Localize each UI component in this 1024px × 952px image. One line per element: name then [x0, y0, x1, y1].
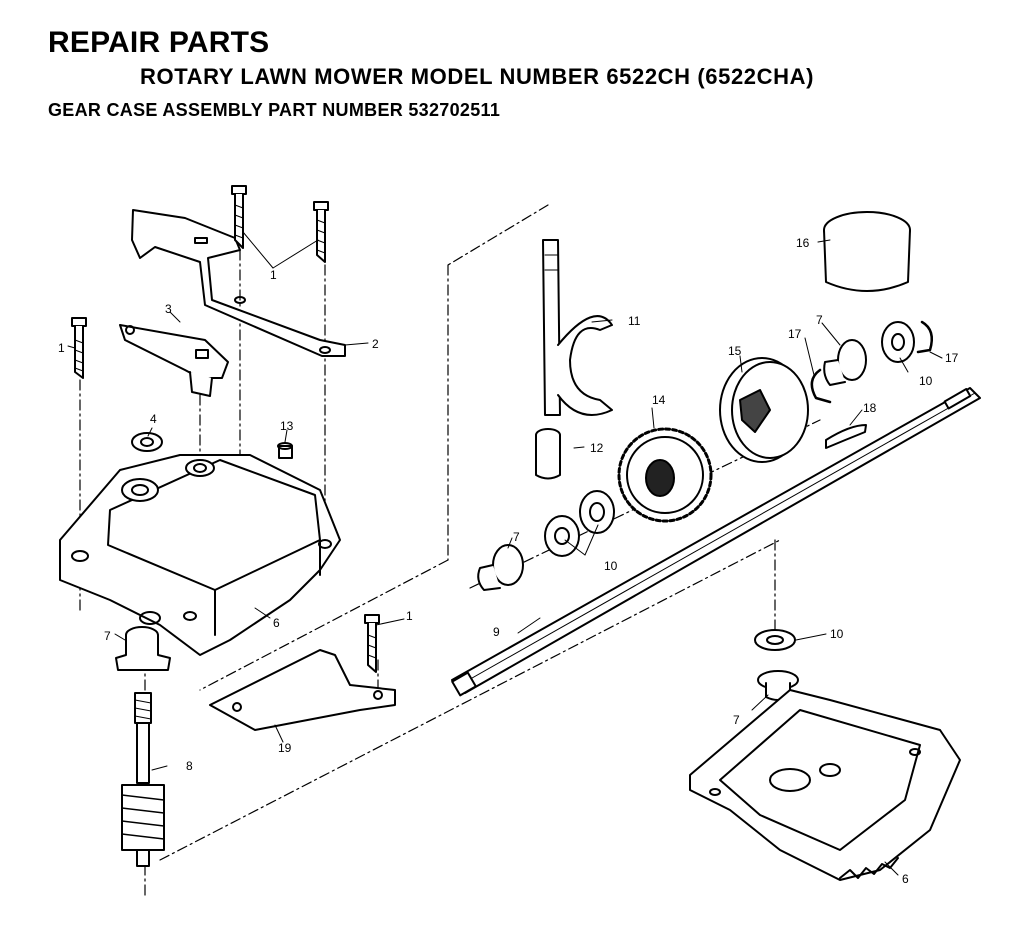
callout-leaders	[67, 231, 943, 876]
callout-6-cover: 6	[902, 872, 909, 886]
callout-11: 11	[628, 314, 641, 328]
shift-fork-part-11	[542, 239, 613, 416]
callout-15: 15	[728, 344, 742, 358]
washer-part-10-cover	[754, 629, 796, 651]
callout-7-cover: 7	[733, 713, 740, 727]
plug-part-13	[277, 442, 293, 459]
page-title: REPAIR PARTS	[48, 26, 270, 59]
callout-12: 12	[590, 441, 604, 455]
bolt-part-1-mid	[364, 614, 380, 673]
plate-part-19	[209, 649, 396, 731]
worm-shaft-part-8	[121, 692, 165, 867]
callout-19: 19	[278, 741, 292, 755]
callout-4: 4	[150, 412, 157, 426]
bolt-part-1-top-a	[231, 185, 247, 249]
clutch-pulley-part-15	[719, 357, 809, 463]
retaining-ring-part-17-a	[810, 368, 832, 404]
header: REPAIR PARTS ROTARY LAWN MOWER MODEL NUM…	[0, 0, 1024, 130]
bushing-part-7-front	[477, 544, 524, 591]
callout-16: 16	[796, 236, 810, 250]
gear-part-14	[617, 427, 713, 523]
callout-7-left: 7	[104, 629, 111, 643]
callout-7-right: 7	[816, 313, 823, 327]
callout-labels: 1 1 1 2 3 4 13 6 7 8 19 11 12 14 15 7 10…	[58, 236, 959, 886]
callout-8: 8	[186, 759, 193, 773]
callout-1-mid: 1	[406, 609, 413, 623]
key-part-18	[825, 424, 867, 449]
callout-2: 2	[372, 337, 379, 351]
callout-6-case: 6	[273, 616, 280, 630]
bushing-part-7-left	[115, 626, 171, 671]
callout-1-left: 1	[58, 341, 65, 355]
callout-3: 3	[165, 302, 172, 316]
callout-1-top: 1	[270, 268, 277, 282]
callout-9: 9	[493, 625, 500, 639]
washer-part-10-front-a	[579, 490, 615, 534]
callout-13: 13	[280, 419, 294, 433]
gear-case-part-6	[59, 454, 341, 656]
model-subtitle: ROTARY LAWN MOWER MODEL NUMBER 6522CH (6…	[140, 64, 815, 89]
callout-17-a: 17	[788, 327, 802, 341]
bushing-part-7-right	[823, 339, 867, 386]
assembly-part-number: GEAR CASE ASSEMBLY PART NUMBER 532702511	[48, 100, 501, 120]
bracket-part-2	[131, 209, 346, 357]
gear-case-cover-part-6	[689, 689, 961, 881]
callout-10-right: 10	[919, 374, 933, 388]
main-shaft-part-9	[451, 387, 981, 697]
callout-18: 18	[863, 401, 877, 415]
callout-7-front: 7	[513, 530, 520, 544]
callout-17-b: 17	[945, 351, 959, 365]
lever-part-3	[119, 324, 229, 397]
bolt-part-1-top-b	[313, 201, 329, 263]
washer-part-4	[131, 432, 163, 452]
retaining-ring-part-17-b	[916, 320, 933, 354]
sleeve-part-12	[535, 428, 561, 480]
washer-part-10-right	[881, 321, 915, 363]
collar-part-16	[823, 211, 911, 292]
callout-14: 14	[652, 393, 666, 407]
bolt-part-1-left	[71, 317, 87, 379]
washer-part-10-front-b	[544, 515, 580, 557]
callout-10-cover: 10	[830, 627, 844, 641]
callout-10-front: 10	[604, 559, 618, 573]
